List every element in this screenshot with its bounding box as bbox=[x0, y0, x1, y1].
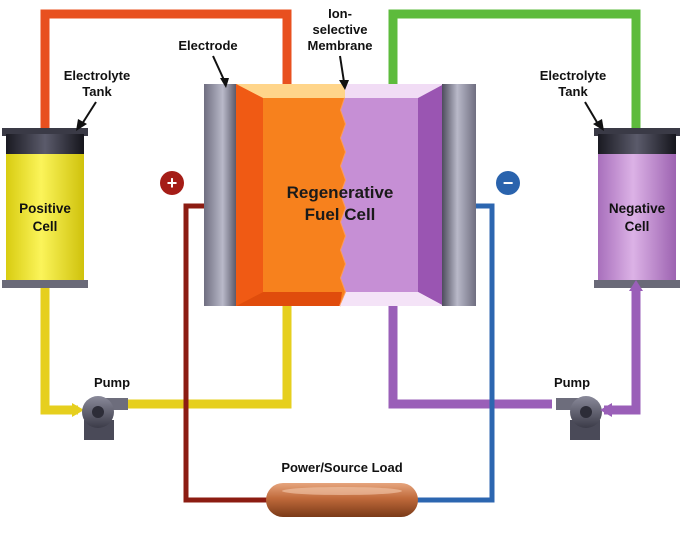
tank-left-pointer-head bbox=[76, 119, 87, 131]
tank-right-label-line2: Tank bbox=[558, 84, 588, 99]
positive-tank: Positive Cell bbox=[2, 128, 88, 288]
negative-tank: Negative Cell bbox=[594, 128, 680, 288]
left-electrode bbox=[204, 84, 238, 306]
membrane-label-line1: Ion- bbox=[328, 6, 352, 21]
pump-right-label: Pump bbox=[554, 375, 590, 390]
yellow-pipe-arrow bbox=[72, 403, 84, 417]
purple-pump-arrow bbox=[600, 403, 612, 417]
green-pipe bbox=[388, 9, 641, 145]
positive-cell-label-line2: Cell bbox=[33, 219, 58, 234]
tank-left-label-line1: Electrolyte bbox=[64, 68, 130, 83]
orange-chamber-top bbox=[236, 84, 345, 98]
tank-right-pointer-head bbox=[593, 119, 604, 131]
right-pump-hub bbox=[580, 406, 592, 418]
tank-left-pointer bbox=[81, 101, 97, 125]
positive-wire bbox=[183, 203, 272, 503]
yellow-pipe bbox=[40, 280, 292, 415]
positive-tank-base bbox=[2, 280, 88, 288]
positive-tank-cap bbox=[6, 134, 84, 154]
minus-symbol: − bbox=[503, 173, 514, 193]
membrane-label-line2: selective bbox=[313, 22, 368, 37]
positive-tank-rim bbox=[2, 128, 88, 136]
negative-cell-label-line2: Cell bbox=[625, 219, 650, 234]
left-pump bbox=[82, 396, 128, 440]
electrode-pointer-head bbox=[220, 78, 229, 88]
negative-tank-rim bbox=[594, 128, 680, 136]
load-label: Power/Source Load bbox=[281, 460, 402, 475]
plus-symbol: + bbox=[167, 173, 178, 193]
plus-badge: + bbox=[160, 171, 184, 195]
purple-chamber bbox=[341, 98, 418, 292]
negative-cell-label-line1: Negative bbox=[609, 201, 666, 216]
left-pump-hub bbox=[92, 406, 104, 418]
right-pump bbox=[556, 396, 602, 440]
electrode-pointer bbox=[212, 55, 225, 81]
fuel-cell: Regenerative Fuel Cell bbox=[204, 84, 476, 307]
tank-left-label-line2: Tank bbox=[82, 84, 112, 99]
load-highlight bbox=[282, 487, 402, 495]
tank-right-pointer bbox=[584, 101, 599, 125]
positive-cell-label-line1: Positive bbox=[19, 201, 71, 216]
right-electrode bbox=[442, 84, 476, 306]
purple-chamber-bottom bbox=[340, 292, 444, 306]
negative-wire bbox=[412, 203, 495, 503]
negative-tank-body bbox=[598, 154, 676, 282]
negative-tank-cap bbox=[598, 134, 676, 154]
orange-pipe bbox=[40, 9, 292, 145]
orange-chamber-bottom bbox=[236, 292, 342, 306]
minus-badge: − bbox=[496, 171, 520, 195]
pump-left-label: Pump bbox=[94, 375, 130, 390]
tank-right-label-line1: Electrolyte bbox=[540, 68, 606, 83]
purple-chamber-top bbox=[345, 84, 444, 98]
fuel-cell-label-line2: Fuel Cell bbox=[305, 205, 376, 224]
membrane-label-line3: Membrane bbox=[307, 38, 372, 53]
load bbox=[266, 483, 418, 517]
purple-pipe-arrow bbox=[629, 280, 643, 291]
orange-chamber-side bbox=[236, 84, 263, 306]
membrane-pointer-head bbox=[339, 80, 349, 90]
purple-chamber-side bbox=[418, 84, 444, 306]
fuel-cell-label-line1: Regenerative bbox=[287, 183, 394, 202]
orange-chamber bbox=[236, 84, 346, 306]
electrode-label: Electrode bbox=[178, 38, 237, 53]
positive-tank-body bbox=[6, 154, 84, 282]
membrane-pointer bbox=[339, 55, 345, 83]
purple-pipe bbox=[388, 280, 641, 415]
